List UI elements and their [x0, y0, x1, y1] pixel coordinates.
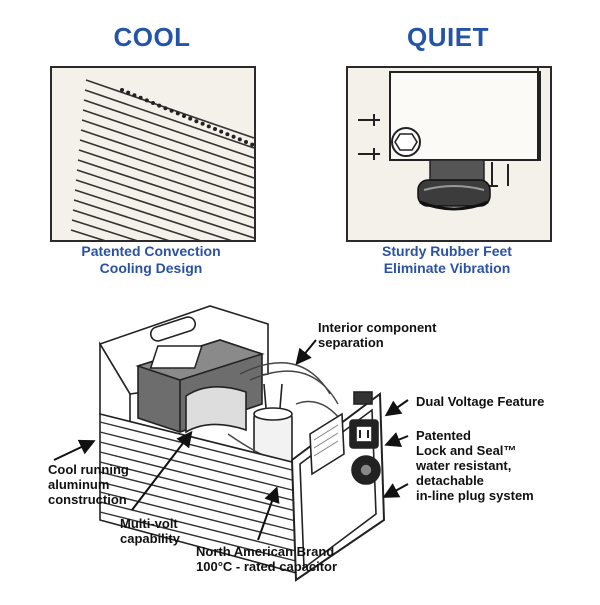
- callout-capacitor-line-2: 100°C - rated capacitor: [196, 559, 338, 574]
- callout-aluminum-line-1: Cool running: [48, 462, 129, 477]
- ballast-drawing: [53, 305, 409, 582]
- cool-fins-illustration: [50, 66, 256, 242]
- callout-multi-volt: Multi-volt capability: [120, 516, 180, 546]
- callout-aluminum-line-2: aluminum: [48, 477, 110, 492]
- cool-caption: Patented Convection Cooling Design: [31, 243, 271, 277]
- quiet-caption: Sturdy Rubber Feet Eliminate Vibration: [327, 243, 567, 277]
- cooling-fins-drawing: [52, 68, 254, 240]
- callout-interior-line-2: separation: [318, 335, 384, 350]
- callout-lock-seal-line-3: water resistant,: [416, 458, 512, 473]
- quiet-caption-line-2: Eliminate Vibration: [383, 260, 511, 276]
- callout-multivolt-line-2: capability: [120, 531, 180, 546]
- callout-lock-seal-line-2: Lock and Seal™: [416, 443, 517, 458]
- callout-capacitor: North American Brand 100°C - rated capac…: [196, 544, 337, 574]
- quiet-heading: QUIET: [407, 22, 489, 52]
- callout-interior-line-1: Interior component: [318, 320, 437, 335]
- callout-multivolt-line-1: Multi-volt: [120, 516, 178, 531]
- callout-lock-seal-line-1: Patented: [416, 428, 471, 443]
- cool-heading: COOL: [113, 22, 191, 52]
- callout-aluminum-construction: Cool running aluminum construction: [48, 462, 129, 507]
- cool-caption-line-2: Cooling Design: [99, 260, 203, 276]
- cool-caption-line-1: Patented Convection: [81, 243, 221, 259]
- quiet-feet-illustration: [346, 66, 552, 242]
- callout-lock-seal-line-4: detachable: [416, 473, 484, 488]
- callout-lock-and-seal: Patented Lock and Seal™ water resistant,…: [416, 428, 534, 503]
- ballast-cutaway-diagram: Interior component separation Dual Volta…: [0, 284, 600, 600]
- callout-lock-seal-line-5: in-line plug system: [416, 488, 534, 503]
- callout-dual-voltage-line-1: Dual Voltage Feature: [416, 394, 545, 409]
- callout-aluminum-line-3: construction: [48, 492, 127, 507]
- quiet-caption-line-1: Sturdy Rubber Feet: [382, 243, 512, 259]
- callout-dual-voltage: Dual Voltage Feature: [416, 394, 544, 409]
- callout-interior-separation: Interior component separation: [318, 320, 436, 350]
- callout-capacitor-line-1: North American Brand: [196, 544, 335, 559]
- rubber-foot-drawing: [348, 68, 550, 240]
